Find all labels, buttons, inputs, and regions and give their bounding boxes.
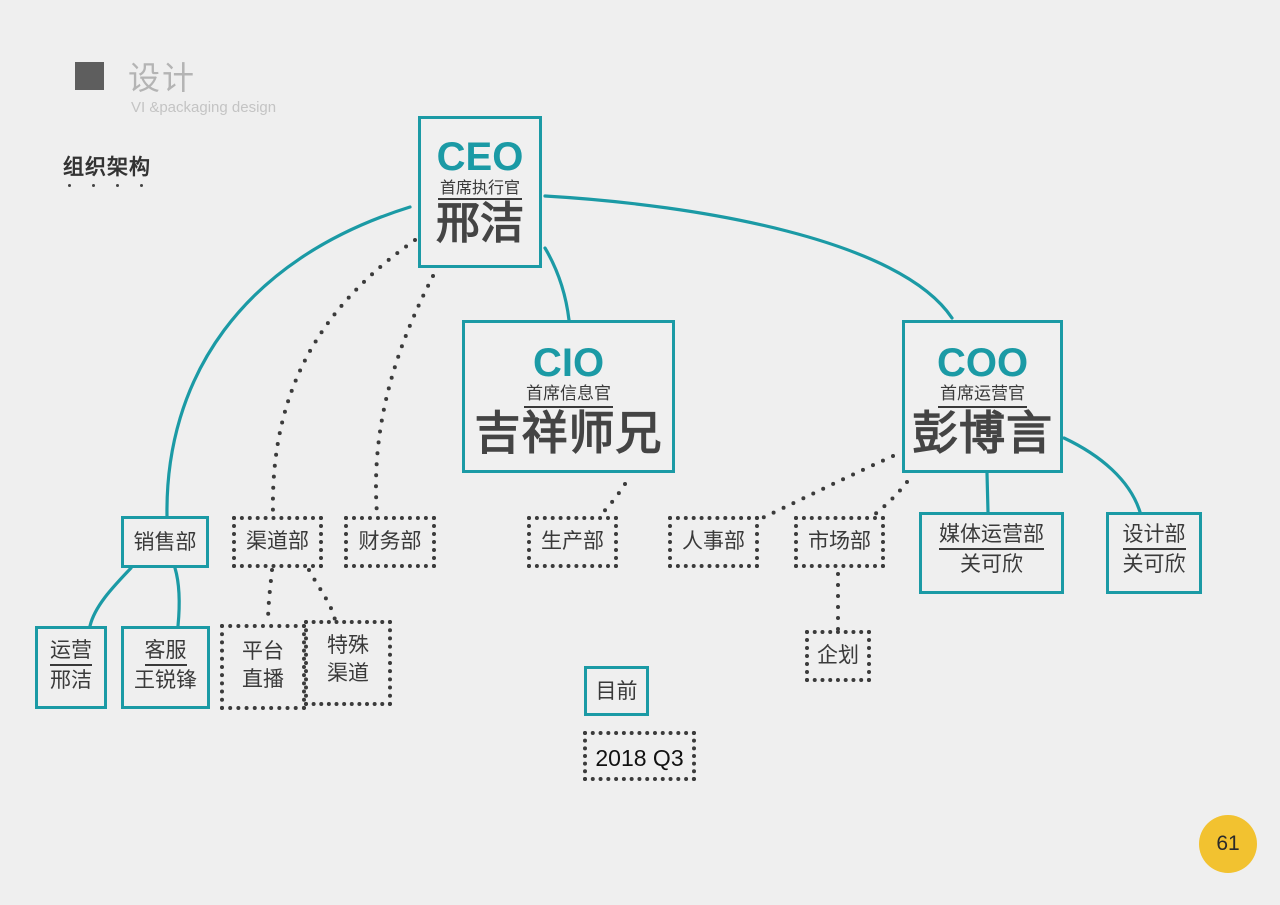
sales-dept-label: 销售部: [133, 530, 197, 554]
media-dept-head: 关可欣: [960, 552, 1023, 577]
node-special-channel[interactable]: 特殊 渠道: [304, 620, 392, 706]
node-planning[interactable]: 企划: [805, 630, 871, 682]
node-finance-dept[interactable]: 财务部: [344, 516, 436, 568]
legend-current-date: 2018 Q3: [583, 731, 696, 781]
design-dept-head: 关可欣: [1122, 552, 1186, 577]
platform-live-line2: 直播: [242, 667, 284, 692]
connector-channel-special: [307, 568, 337, 622]
header-title: 设计: [128, 59, 197, 97]
node-design-dept[interactable]: 设计部 关可欣: [1106, 512, 1202, 594]
media-dept-label: 媒体运营部: [939, 521, 1044, 551]
legend-date-text: 2018 Q3: [595, 745, 684, 771]
platform-live-line1: 平台: [242, 639, 284, 663]
node-media-dept[interactable]: 媒体运营部 关可欣: [919, 512, 1064, 594]
node-cio[interactable]: CIO 首席信息官 吉祥师兄: [462, 320, 675, 473]
design-dept-label: 设计部: [1122, 521, 1186, 551]
service-head: 王锐锋: [134, 668, 197, 693]
legend-current-text: 目前: [595, 679, 638, 703]
header-square-icon: [75, 62, 104, 90]
header-subtitle: VI &packaging design: [131, 99, 277, 116]
legend-current-label: 目前: [584, 666, 649, 716]
node-operations[interactable]: 运营 邢洁: [35, 626, 107, 709]
connector-ceo-sales: [165, 205, 412, 518]
connector-cio-production: [598, 482, 627, 518]
channel-dept-label: 渠道部: [246, 529, 309, 553]
node-channel-dept[interactable]: 渠道部: [232, 516, 323, 568]
connector-coo-media: [985, 471, 990, 514]
node-marketing-dept[interactable]: 市场部: [794, 516, 885, 568]
coo-title: 首席运营官: [938, 384, 1027, 408]
special-channel-line2: 渠道: [327, 661, 369, 686]
cio-name: 吉祥师兄: [474, 405, 663, 460]
operations-label: 运营: [50, 637, 92, 667]
ceo-role: CEO: [436, 135, 524, 179]
connector-coo-design: [1062, 436, 1142, 514]
connector-sales-ops: [88, 566, 133, 628]
connector-sales-service: [173, 566, 181, 628]
cio-role: CIO: [532, 341, 605, 385]
cio-title: 首席信息官: [524, 384, 613, 408]
node-coo[interactable]: COO 首席运营官 彭博言: [902, 320, 1063, 473]
production-dept-label: 生产部: [541, 529, 604, 553]
service-label: 客服: [144, 637, 187, 667]
page-number-badge: 61: [1199, 815, 1257, 873]
planning-label: 企划: [817, 643, 859, 667]
node-customer-service[interactable]: 客服 王锐锋: [121, 626, 210, 709]
special-channel-line1: 特殊: [327, 633, 369, 657]
connector-ceo-finance: [374, 274, 435, 516]
connector-channel-platform: [266, 568, 274, 626]
coo-role: COO: [936, 341, 1029, 385]
connector-ceo-channel: [270, 238, 417, 516]
node-ceo[interactable]: CEO 首席执行官 邢洁: [418, 116, 542, 268]
coo-name: 彭博言: [912, 405, 1053, 460]
operations-head: 邢洁: [50, 668, 92, 693]
connector-coo-hr: [756, 454, 895, 522]
connector-ceo-cio: [543, 246, 571, 322]
ceo-title: 首席执行官: [437, 178, 522, 201]
node-platform-live[interactable]: 平台 直播: [220, 624, 306, 710]
node-sales-dept[interactable]: 销售部: [121, 516, 209, 568]
marketing-dept-label: 市场部: [808, 529, 871, 553]
section-title-dots: [68, 184, 158, 188]
finance-dept-label: 财务部: [358, 529, 422, 553]
section-title: 组织架构: [63, 155, 151, 179]
connector-ceo-coo: [543, 194, 954, 320]
connector-coo-marketing: [866, 480, 909, 522]
node-hr-dept[interactable]: 人事部: [668, 516, 759, 568]
hr-dept-label: 人事部: [682, 529, 745, 553]
ceo-name: 邢洁: [436, 198, 524, 250]
node-production-dept[interactable]: 生产部: [527, 516, 618, 568]
